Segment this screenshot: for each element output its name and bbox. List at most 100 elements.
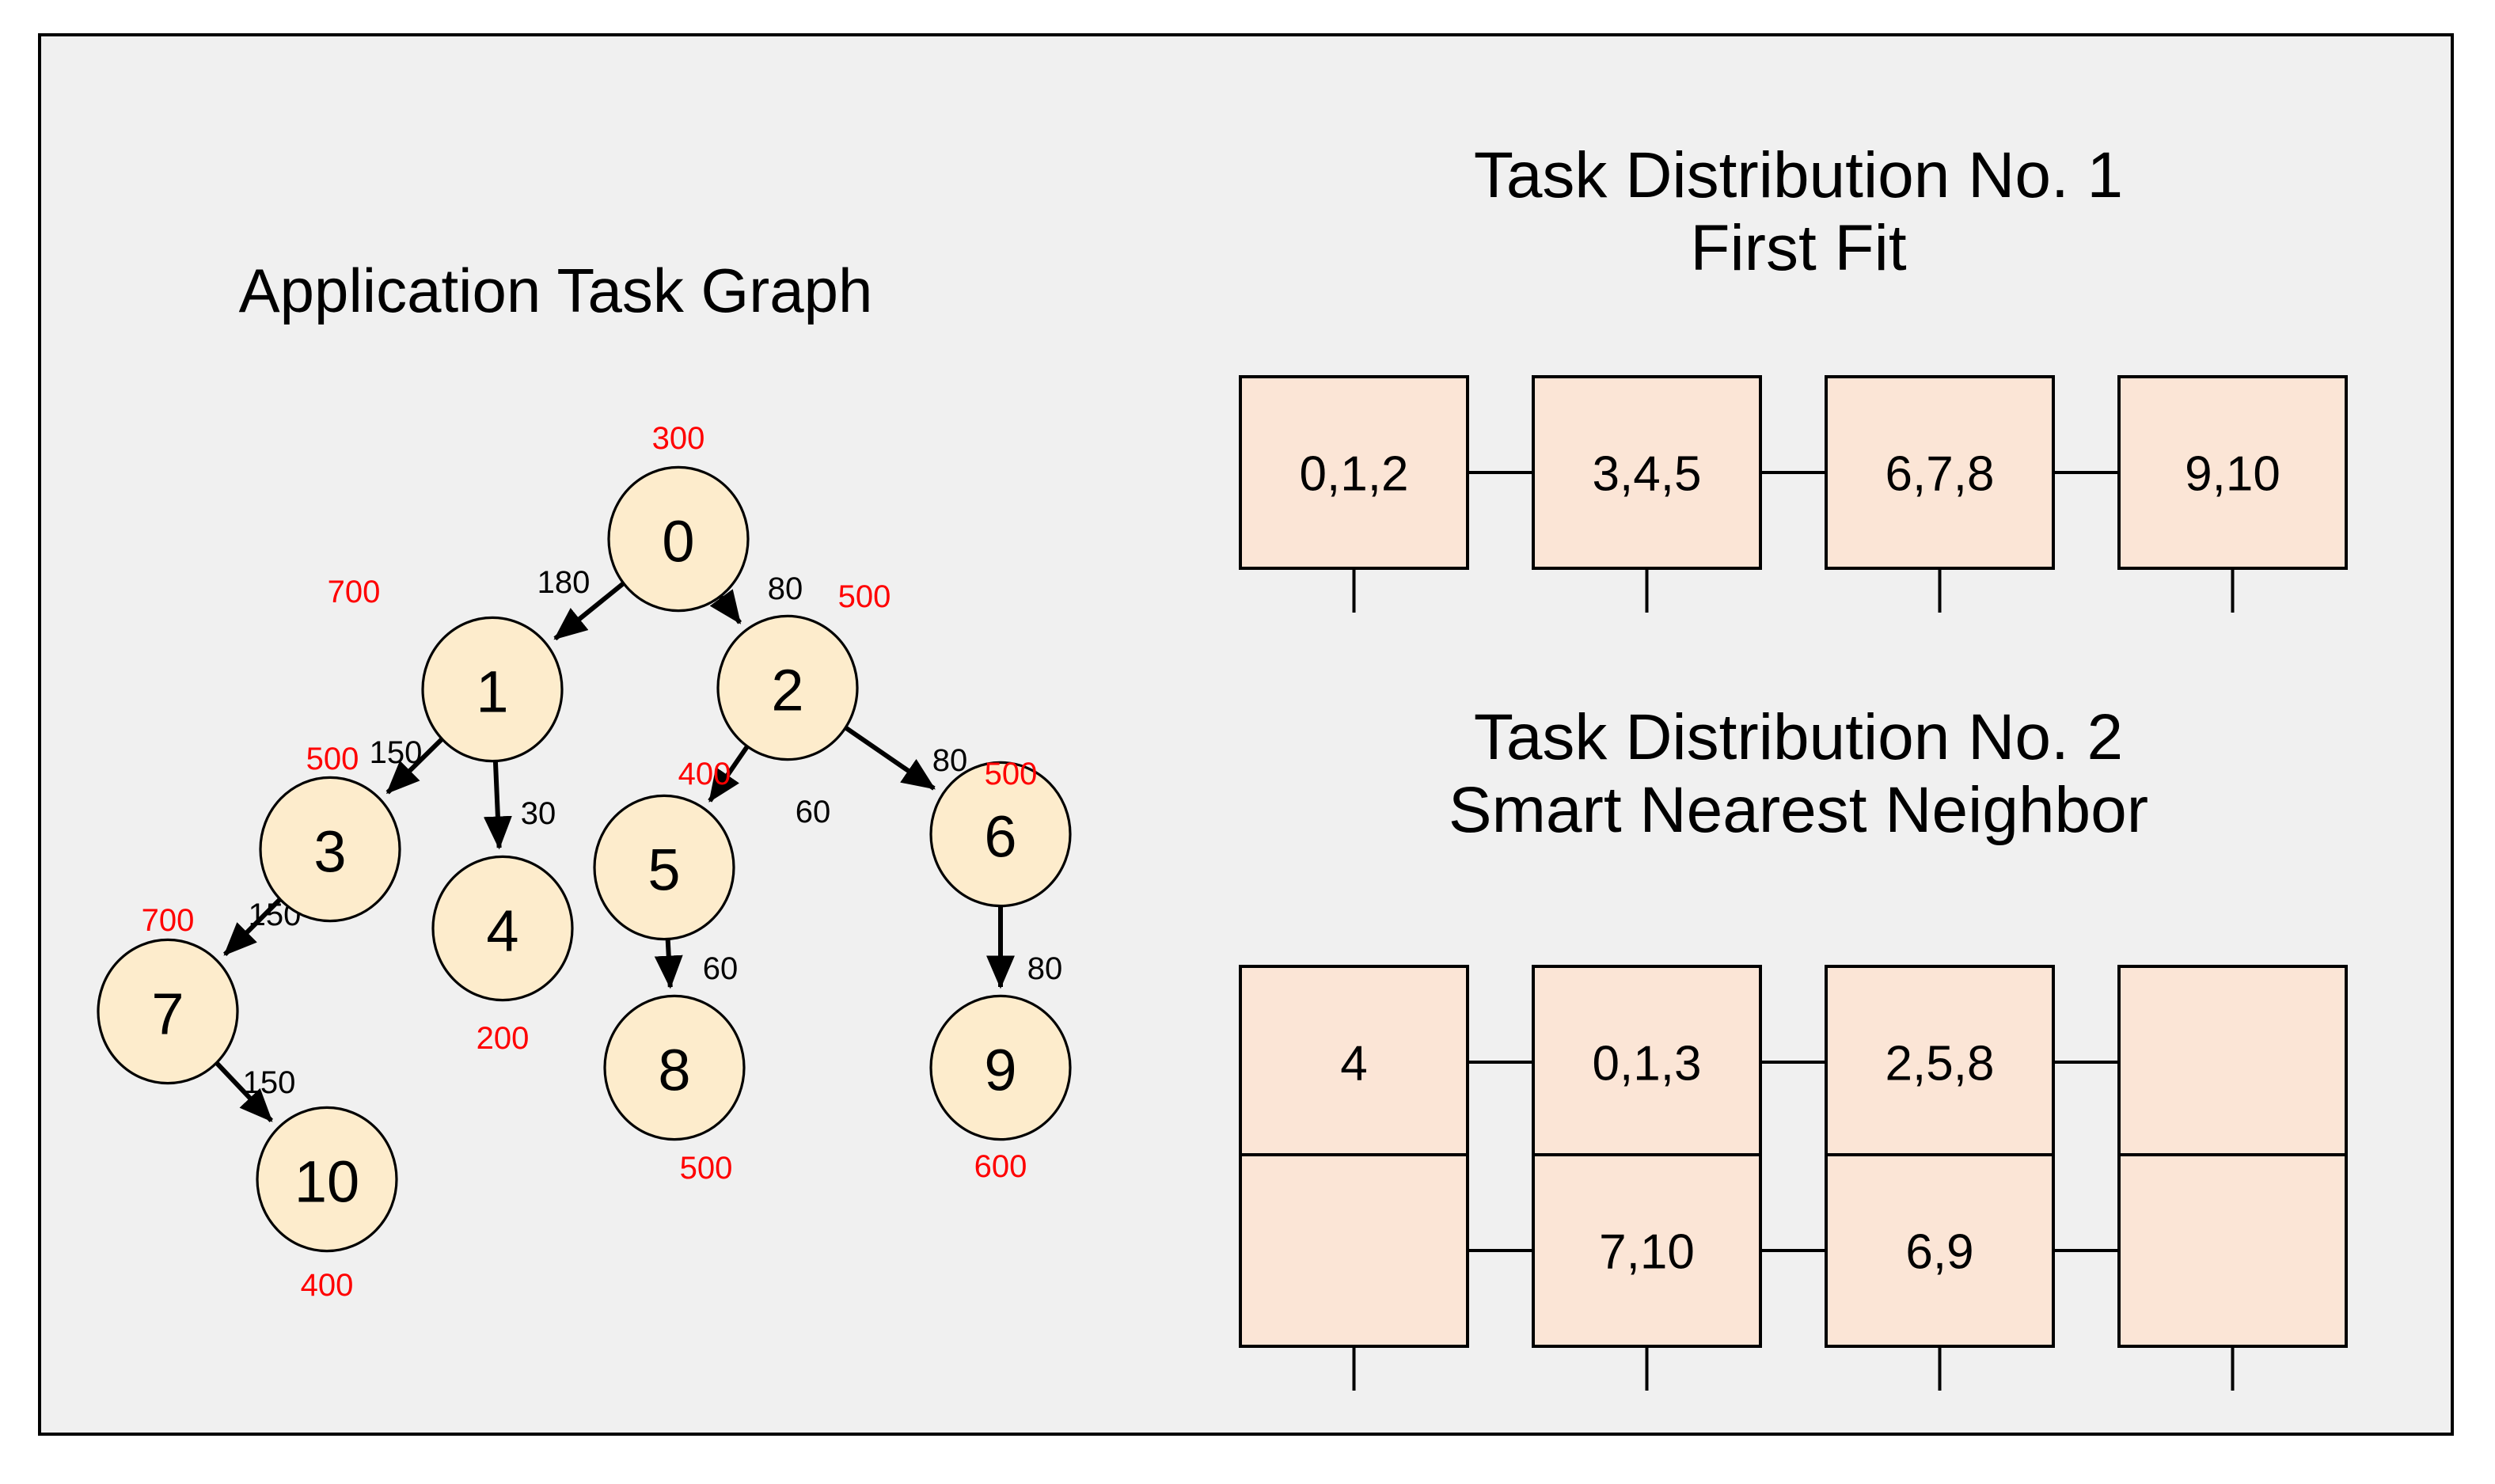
graph-edge-6-9: 80 — [986, 905, 1062, 989]
distribution2-subtitle: Smart Nearest Neighbor — [1448, 773, 2149, 846]
node-weight-label: 400 — [678, 757, 731, 791]
edge-line — [844, 725, 936, 791]
node-shape[interactable] — [593, 794, 735, 941]
node-weight-label: 500 — [838, 579, 891, 614]
graph-nodes: 0300170025003500420054006500770085009600… — [97, 421, 1072, 1303]
graph-edge-1-3: 150 — [370, 735, 444, 795]
node-shape[interactable] — [607, 465, 750, 613]
distributions-svg: 0,1,2 3,4,5 6,7,8 9,10 4 0,1,3 2,5,8 7,10 6,9 — [1239, 375, 2348, 1391]
edge-line — [654, 937, 683, 989]
edge-weight-label: 180 — [537, 565, 591, 600]
distribution1-title-line1: Task Distribution No. 1 — [1473, 139, 2124, 211]
edge-line — [215, 1061, 273, 1123]
node-shape[interactable] — [929, 994, 1072, 1141]
node-id-label: 10 — [294, 1149, 359, 1215]
edge-weight-label: 150 — [370, 735, 423, 770]
graph-edge-0-2: 80 — [709, 571, 803, 624]
distribution2-cell-r0-c0[interactable]: 4 — [1239, 965, 1533, 1159]
processor-box[interactable] — [2117, 375, 2348, 570]
node-id-label: 4 — [486, 898, 518, 964]
graph-node-7[interactable]: 7 700 — [97, 903, 239, 1085]
node-id-label: 9 — [984, 1038, 1016, 1103]
task-distributions-panel: Task Distribution No. 1 First Fit Task D… — [1165, 36, 2457, 1439]
graph-edge-1-4: 30 — [483, 759, 556, 850]
edge-line — [483, 759, 512, 850]
node-shape[interactable] — [259, 776, 401, 923]
processor-task-list: 9,10 — [2185, 447, 2280, 502]
processor-box[interactable] — [2117, 1153, 2348, 1348]
node-weight-label: 600 — [974, 1149, 1027, 1184]
graph-edge-5-8: 60 — [654, 937, 738, 989]
distribution2-cell-r0-c3[interactable] — [2117, 965, 2348, 1159]
node-shape[interactable] — [256, 1106, 398, 1253]
node-id-label: 0 — [662, 509, 694, 575]
distribution1-cell-r0-c0[interactable]: 0,1,2 — [1239, 375, 1533, 613]
edge-line — [553, 581, 625, 641]
node-shape[interactable] — [97, 938, 239, 1085]
processor-task-list: 3,4,5 — [1593, 447, 1702, 502]
processor-box[interactable] — [1532, 1153, 1762, 1348]
processor-box[interactable] — [1239, 1153, 1469, 1348]
node-shape[interactable] — [603, 994, 746, 1141]
node-shape[interactable] — [421, 616, 564, 763]
edge-weight-label: 80 — [768, 571, 803, 606]
graph-node-3[interactable]: 3 500 — [259, 742, 401, 923]
node-weight-label: 700 — [328, 575, 381, 609]
node-shape[interactable] — [716, 614, 859, 761]
processor-box[interactable] — [1532, 965, 1762, 1159]
distribution1-title: Task Distribution No. 1 First Fit — [1181, 139, 2416, 285]
distribution1-cell-r0-c2[interactable]: 6,7,8 — [1825, 375, 2119, 613]
processor-box[interactable] — [2117, 965, 2348, 1159]
graph-edge-7-10: 150 — [215, 1061, 296, 1123]
distribution2-cell-r1-c0[interactable] — [1239, 1153, 1533, 1391]
distribution1-subtitle: First Fit — [1690, 211, 1907, 284]
node-id-label: 2 — [771, 658, 803, 723]
distribution1-cell-r0-c1[interactable]: 3,4,5 — [1532, 375, 1826, 613]
edge-line — [709, 589, 742, 624]
processor-box[interactable] — [1825, 965, 2055, 1159]
node-shape[interactable] — [431, 855, 574, 1002]
node-id-label: 3 — [313, 819, 346, 885]
distribution1-cell-r0-c3[interactable]: 9,10 — [2117, 375, 2348, 613]
processor-task-list: 4 — [1340, 1037, 1367, 1091]
node-shape[interactable] — [929, 761, 1072, 908]
processor-task-list: 0,1,2 — [1300, 447, 1409, 502]
node-weight-label: 500 — [306, 742, 359, 776]
node-id-label: 7 — [151, 981, 184, 1047]
distribution2-cell-r1-c3[interactable] — [2117, 1153, 2348, 1391]
graph-edge-2-6: 80 — [844, 725, 967, 791]
processor-task-list: 6,9 — [1905, 1225, 1973, 1280]
edge-weight-label: 60 — [796, 795, 831, 829]
edge-line — [708, 744, 750, 803]
graph-node-2[interactable]: 2 500 — [716, 579, 891, 761]
distribution2-cell-r1-c1[interactable]: 7,10 — [1532, 1153, 1826, 1391]
graph-node-9[interactable]: 9 600 — [929, 994, 1072, 1184]
processor-task-list: 0,1,3 — [1593, 1037, 1702, 1091]
node-id-label: 6 — [984, 804, 1016, 870]
edge-weight-label: 150 — [243, 1065, 296, 1100]
distribution2-cell-r0-c2[interactable]: 2,5,8 — [1825, 965, 2119, 1159]
distribution2-cell-r0-c1[interactable]: 0,1,3 — [1532, 965, 1826, 1159]
distribution2-cell-r1-c2[interactable]: 6,9 — [1825, 1153, 2119, 1391]
node-weight-label: 700 — [142, 903, 195, 938]
edge-line — [223, 897, 283, 956]
processor-box[interactable] — [1239, 375, 1469, 570]
graph-edge-0-1: 180 — [537, 565, 625, 641]
processor-box[interactable] — [1825, 1153, 2055, 1348]
edge-weight-label: 30 — [521, 796, 556, 831]
distribution1-boxes: 0,1,2 3,4,5 6,7,8 9,10 — [1239, 375, 2348, 613]
graph-title: Application Task Graph — [238, 256, 873, 325]
processor-task-list: 6,7,8 — [1885, 447, 1995, 502]
processor-task-list: 7,10 — [1599, 1225, 1695, 1280]
graph-edge-2-5: 60 — [708, 744, 831, 829]
